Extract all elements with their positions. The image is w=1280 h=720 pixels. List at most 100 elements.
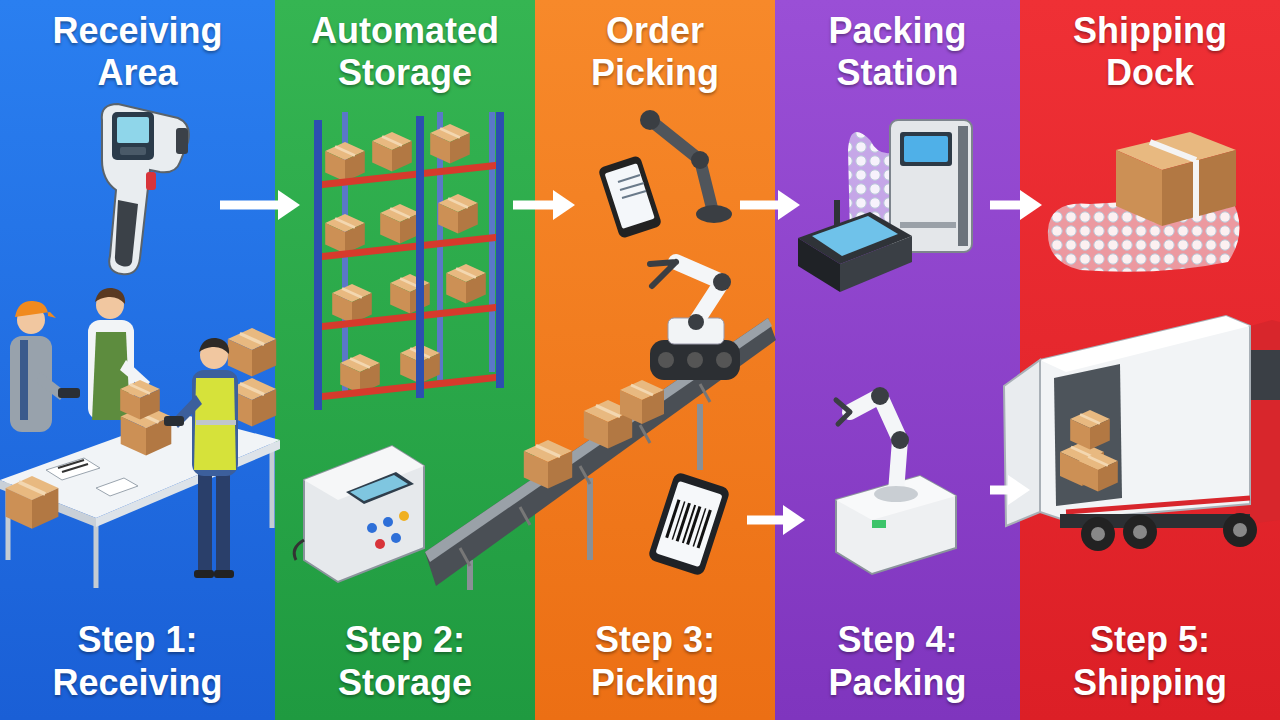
phone-barcode-part-part xyxy=(667,500,679,538)
packing-robot-part xyxy=(874,486,918,502)
flow-arrow xyxy=(747,505,805,535)
storage-rack-part xyxy=(416,116,424,398)
flow-arrow xyxy=(740,190,800,220)
mobile-robot-part xyxy=(713,273,731,291)
delivery-truck-part xyxy=(1223,513,1257,547)
wrapped-box xyxy=(1048,132,1240,272)
storage-rack-part xyxy=(496,112,504,388)
flow-arrow-head xyxy=(278,190,300,220)
delivery-truck-part xyxy=(1078,452,1118,492)
phone-barcode xyxy=(647,471,731,576)
flow-arrow-head xyxy=(1020,190,1042,220)
storage-rack-part xyxy=(380,204,420,244)
storage-rack xyxy=(318,112,500,410)
worker-figure-part xyxy=(20,340,28,420)
packing-robot-part xyxy=(871,387,889,405)
storage-rack-part xyxy=(318,237,500,257)
step-band: Automated StorageStep 2: Storage xyxy=(275,0,535,720)
storage-rack-part xyxy=(314,120,322,410)
conveyor-belt-part xyxy=(587,478,593,560)
storage-rack-part xyxy=(318,165,500,185)
flow-arrow xyxy=(220,190,300,220)
step-band: Receiving AreaStep 1: Receiving xyxy=(0,0,275,720)
conveyor-belt-part xyxy=(425,318,772,562)
conveyor-belt-part xyxy=(700,384,710,402)
delivery-truck-part xyxy=(1091,527,1105,541)
label-printer-part xyxy=(350,475,408,501)
worker-figure-part xyxy=(216,470,230,574)
worker-figure-part xyxy=(214,570,234,578)
worker-figure-part xyxy=(58,388,80,398)
phone-barcode-part xyxy=(655,481,722,567)
flow-arrow-head xyxy=(553,190,575,220)
conveyor-belt-part xyxy=(580,466,590,484)
phone-barcode-part-part xyxy=(688,507,700,545)
worker-figure-part xyxy=(192,370,238,476)
delivery-truck-part xyxy=(1123,515,1157,549)
orange-ground xyxy=(535,0,775,720)
illustration-part xyxy=(620,380,664,424)
barcode-scanner-part xyxy=(120,147,146,155)
packing-robot-part xyxy=(836,476,956,574)
flow-arrow xyxy=(990,190,1042,220)
worker-figure xyxy=(164,338,238,578)
label-printer-part xyxy=(367,523,377,533)
flow-arrow-shaft xyxy=(220,201,280,210)
delivery-truck-part xyxy=(1250,350,1280,400)
step-band: Shipping DockStep 5: Shipping xyxy=(1020,0,1280,720)
phone-barcode-part-part xyxy=(677,503,689,541)
delivery-truck-part xyxy=(1054,364,1122,506)
tablet-terminal-part xyxy=(834,200,840,226)
phone-barcode-part-part xyxy=(698,510,710,548)
mobile-robot-part xyxy=(716,352,732,368)
wrapped-box-part xyxy=(1162,150,1236,226)
delivery-truck-part xyxy=(1040,316,1250,372)
tablet-terminal xyxy=(798,200,912,292)
barcode-scanner xyxy=(102,104,189,274)
mobile-robot-part xyxy=(658,352,674,368)
delivery-truck-part xyxy=(1233,523,1247,537)
label-printer-part xyxy=(383,517,393,527)
barcode-scanner-part xyxy=(115,200,138,267)
packing-machine-part xyxy=(958,126,968,246)
storage-rack-part xyxy=(325,142,365,182)
worker-figure xyxy=(10,301,80,432)
mobile-robot-part xyxy=(688,314,704,330)
flow-arrow-shaft xyxy=(990,201,1022,210)
receiving-table-part xyxy=(94,520,99,588)
storage-rack-part xyxy=(325,214,365,254)
tablet-device-part xyxy=(618,175,640,182)
storage-rack-part xyxy=(438,194,478,234)
purple-ground xyxy=(775,0,1020,720)
flow-arrow-shaft xyxy=(747,516,785,525)
label-printer xyxy=(294,446,424,582)
barcode-scanner-part xyxy=(102,104,189,274)
mobile-robot xyxy=(650,262,740,380)
tablet-device-part xyxy=(622,191,646,198)
storage-rack-part xyxy=(332,284,372,324)
delivery-truck-part xyxy=(1070,410,1110,450)
tablet-device-part xyxy=(620,183,644,190)
receiving-table-part xyxy=(270,442,275,528)
receiving-table-part xyxy=(96,478,138,496)
delivery-truck-part xyxy=(1066,498,1250,512)
packing-robot-part xyxy=(872,520,886,528)
receiving-table-part xyxy=(62,464,88,472)
flow-arrow xyxy=(513,190,575,220)
area-heading: Receiving Area xyxy=(28,10,248,95)
conveyor-belt-part xyxy=(425,318,776,586)
step-label: Step 3: Picking xyxy=(545,619,765,704)
conveyor-belt-part xyxy=(520,507,530,525)
area-heading: Packing Station xyxy=(788,10,1008,95)
flow-arrow-head xyxy=(1008,475,1030,505)
tablet-device-part xyxy=(605,163,655,229)
worker-figure-part xyxy=(196,420,236,425)
green-ground xyxy=(275,0,535,720)
robot-arm-part xyxy=(650,120,712,208)
storage-rack-part xyxy=(446,264,486,304)
step-label: Step 4: Packing xyxy=(788,619,1008,704)
wrapped-box-part xyxy=(1150,142,1196,160)
phone-barcode-part xyxy=(647,471,731,576)
